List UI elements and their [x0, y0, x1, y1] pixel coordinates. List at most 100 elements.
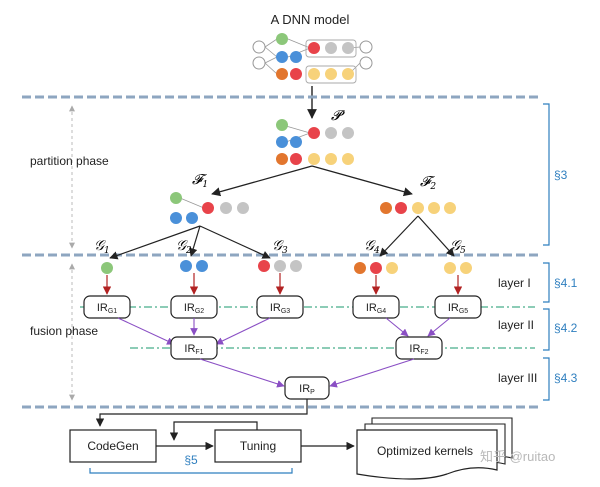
section-5: §5: [184, 453, 198, 467]
node-green: [101, 262, 113, 274]
node-yellow: [342, 68, 354, 80]
node-orange: [276, 153, 288, 165]
node-yellow: [428, 202, 440, 214]
purple-arrow-g3-f1: [215, 317, 271, 345]
svg-text:IRF1: IRF1: [184, 343, 203, 356]
node-blue: [276, 136, 288, 148]
node-red: [290, 153, 302, 165]
node-red: [308, 42, 320, 54]
node-blue: [290, 136, 302, 148]
layer-2-label: layer II: [498, 318, 534, 332]
purple-arrow-f2-p: [329, 358, 415, 388]
arrow-to-g2: [189, 225, 201, 257]
node-red: [308, 127, 320, 139]
node-yellow: [444, 262, 456, 274]
ir-g3-box: IRG3: [256, 295, 304, 319]
node-gray: [342, 42, 354, 54]
svg-text:IRG5: IRG5: [448, 302, 468, 315]
node-blue: [170, 212, 182, 224]
node-blue: [180, 260, 192, 272]
partition-phase-label: partition phase: [30, 154, 109, 168]
node-yellow: [325, 153, 337, 165]
layer-3-label: layer III: [498, 371, 537, 385]
node-green: [276, 33, 288, 45]
partition-p-graph: [276, 119, 354, 165]
symbol-g4: 𝒢4: [364, 238, 380, 256]
svg-text:IRG4: IRG4: [366, 302, 386, 315]
node-yellow: [386, 262, 398, 274]
symbol-f2: 𝓕2: [420, 174, 436, 192]
ir-g2-box: IRG2: [170, 295, 218, 319]
symbol-g5: 𝒢5: [450, 238, 466, 256]
f1-graph: [170, 192, 249, 224]
g3-nodes: [258, 260, 302, 272]
node-red: [395, 202, 407, 214]
symbol-f1: 𝓕1: [192, 172, 208, 190]
arrow-to-g3: [199, 225, 271, 259]
optimized-kernels-doc: Optimized kernels: [356, 417, 513, 480]
arrow-to-g4: [379, 215, 419, 257]
purple-arrow-g4-f2: [385, 317, 409, 337]
svg-text:Optimized kernels: Optimized kernels: [377, 444, 473, 458]
g1-nodes: [101, 262, 113, 274]
section-4-2: §4.2: [554, 321, 578, 335]
arrow-to-g5: [417, 215, 455, 257]
node-gray: [290, 260, 302, 272]
node-yellow: [308, 68, 320, 80]
arrow-to-g1: [109, 225, 201, 260]
node-red: [290, 68, 302, 80]
model-title: A DNN model: [271, 12, 350, 27]
ir-g4-box: IRG4: [352, 295, 400, 319]
node-yellow: [460, 262, 472, 274]
arrow-to-f1: [211, 165, 313, 197]
ir-p-box: IRP: [284, 376, 330, 400]
node-red: [202, 202, 214, 214]
arrow-to-codegen: [95, 399, 308, 427]
svg-text:IRP: IRP: [299, 383, 315, 396]
section-4-3: §4.3: [554, 371, 578, 385]
node-yellow: [308, 153, 320, 165]
node-gray: [325, 127, 337, 139]
arrow-tuning-feedback: [169, 421, 258, 441]
svg-text:IRG3: IRG3: [270, 302, 290, 315]
node-blue: [186, 212, 198, 224]
dnn-model-graph: [252, 33, 373, 84]
ir-f1-box: IRF1: [170, 336, 218, 360]
svg-text:IRG1: IRG1: [97, 302, 117, 315]
layer-1-label: layer I: [498, 276, 531, 290]
purple-arrow-g5-f2: [427, 317, 451, 337]
section-4-1: §4.1: [554, 276, 578, 290]
node-green: [170, 192, 182, 204]
ir-g1-box: IRG1: [83, 295, 131, 319]
node-orange: [354, 262, 366, 274]
section-3: §3: [554, 168, 568, 182]
node-gray: [342, 127, 354, 139]
node-green: [276, 119, 288, 131]
symbol-p: 𝓟: [331, 108, 345, 124]
node-blue: [290, 51, 302, 63]
node-blue: [276, 51, 288, 63]
svg-text:CodeGen: CodeGen: [87, 439, 138, 453]
g4-nodes: [354, 262, 398, 274]
symbol-g3: 𝒢3: [272, 238, 288, 256]
node-yellow: [412, 202, 424, 214]
node-yellow: [325, 68, 337, 80]
watermark: 知乎 @ruitao: [480, 449, 555, 464]
svg-text:IRF2: IRF2: [409, 343, 428, 356]
ir-f2-box: IRF2: [395, 336, 443, 360]
node-yellow: [342, 153, 354, 165]
node-blue: [196, 260, 208, 272]
codegen-box: CodeGen: [69, 429, 157, 463]
g2-nodes: [180, 260, 208, 272]
node-gray: [220, 202, 232, 214]
svg-text:IRG2: IRG2: [184, 302, 204, 315]
node-gray: [237, 202, 249, 214]
fusion-phase-label: fusion phase: [30, 324, 98, 338]
f2-graph: [380, 202, 456, 214]
svg-text:Tuning: Tuning: [240, 439, 276, 453]
bracket-s41: [543, 262, 550, 303]
ir-g5-box: IRG5: [434, 295, 482, 319]
tuning-box: Tuning: [214, 429, 302, 463]
